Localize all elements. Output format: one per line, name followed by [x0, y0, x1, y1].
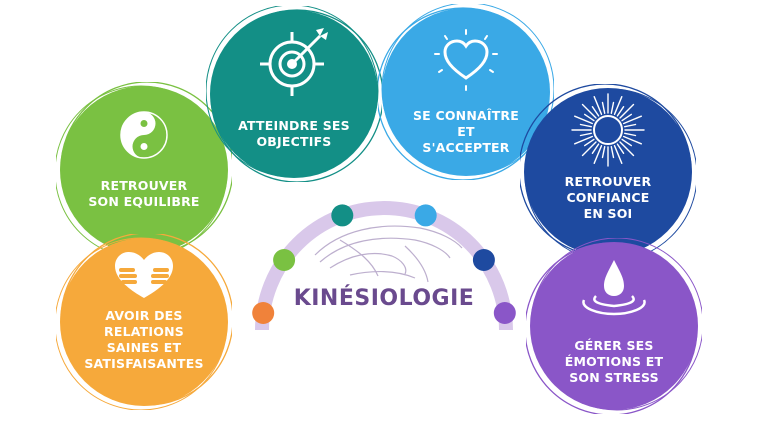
circle-atteindre-objectifs: ATTEINDRE SES OBJECTIFS	[206, 6, 382, 182]
arc-dot	[472, 249, 495, 271]
arc-dot	[414, 204, 437, 227]
circle-label: AVOIR DES RELATIONS SAINES ET SATISFAISA…	[84, 308, 204, 371]
circle-label: RETROUVER SON EQUILIBRE	[88, 178, 200, 209]
center-title: KINÉSIOLOGIE	[293, 286, 475, 311]
circle-shape	[206, 6, 382, 182]
arc-dot	[331, 204, 354, 227]
circle-label: GÉRER SES ÉMOTIONS ET SON STRESS	[564, 338, 664, 385]
heart-rays-icon	[434, 29, 498, 91]
circle-label: ATTEINDRE SES OBJECTIFS	[238, 118, 350, 149]
heart-hands-icon	[115, 252, 173, 298]
arc-dot	[493, 302, 516, 324]
circle-shape	[56, 234, 232, 410]
circle-retrouver-confiance: RETROUVER CONFIANCE EN SOI	[520, 84, 696, 260]
circle-retrouver-equilibre: RETROUVER SON EQUILIBRE	[56, 82, 232, 258]
circle-shape	[378, 4, 554, 180]
circle-label: RETROUVER CONFIANCE EN SOI	[564, 174, 652, 221]
arc-dot	[252, 302, 275, 324]
circle-gerer-emotions: GÉRER SES ÉMOTIONS ET SON STRESS	[526, 238, 702, 414]
circle-avoir-relations: AVOIR DES RELATIONS SAINES ET SATISFAISA…	[56, 234, 232, 410]
sunburst-icon	[571, 93, 645, 167]
circle-shape	[526, 238, 702, 414]
yin-yang-icon	[120, 111, 168, 159]
water-drop-icon	[582, 260, 646, 316]
target-arrow-icon	[260, 28, 328, 96]
arc-dot	[273, 249, 296, 271]
circle-label: SE CONNAÎTRE ET S'ACCEPTER	[412, 108, 520, 155]
arc-band	[255, 201, 513, 331]
hands-sketch	[314, 225, 463, 283]
circle-se-connaitre: SE CONNAÎTRE ET S'ACCEPTER	[378, 4, 554, 180]
